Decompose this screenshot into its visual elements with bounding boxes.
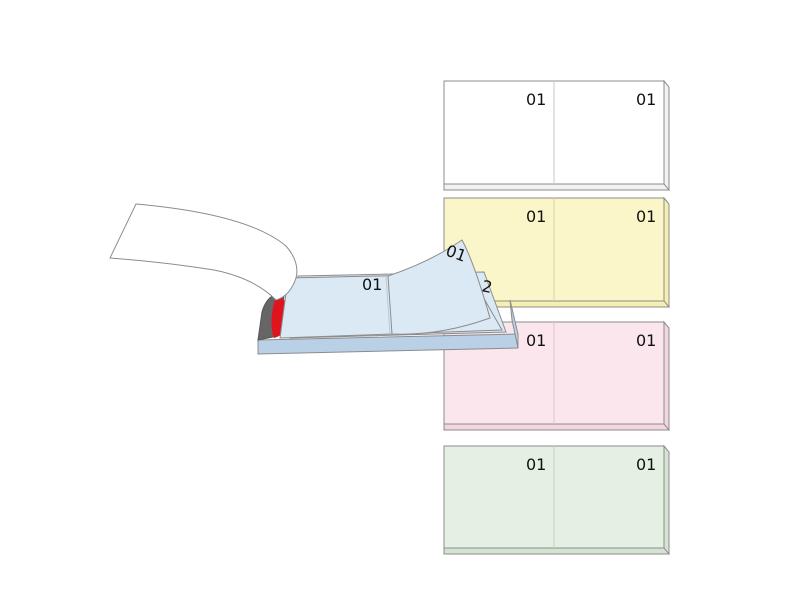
ticket-number-left: 01 — [526, 90, 546, 109]
open-pad-perforation — [385, 275, 391, 335]
folded-back-sheet — [109, 203, 298, 301]
pad-side-edge — [663, 79, 670, 192]
pad-bottom-edge — [443, 423, 670, 431]
under-sheet-number: 2 — [480, 276, 494, 297]
ticket-number-right: 01 — [636, 90, 656, 109]
ticket-number-right: 01 — [636, 455, 656, 474]
pad-side-edge — [663, 196, 670, 309]
ticket-number-left: 01 — [526, 455, 546, 474]
pad-green: 01 01 — [443, 444, 670, 556]
curled-ticket — [387, 239, 491, 335]
ticket-number-left: 01 — [526, 207, 546, 226]
open-pad-number-left: 01 — [362, 275, 382, 294]
open-ticket-pad: 2 01 01 — [109, 203, 519, 355]
pad-bottom-edge — [443, 183, 670, 191]
pad-side-edge — [663, 320, 670, 432]
ticket-number-right: 01 — [636, 331, 656, 350]
open-pad-base-side — [509, 299, 519, 349]
pad-bottom-edge — [443, 547, 670, 555]
ticket-number-left: 01 — [526, 331, 546, 350]
ticket-number-right: 01 — [636, 207, 656, 226]
pad-white: 01 01 — [443, 79, 670, 192]
pad-side-edge — [663, 444, 670, 556]
